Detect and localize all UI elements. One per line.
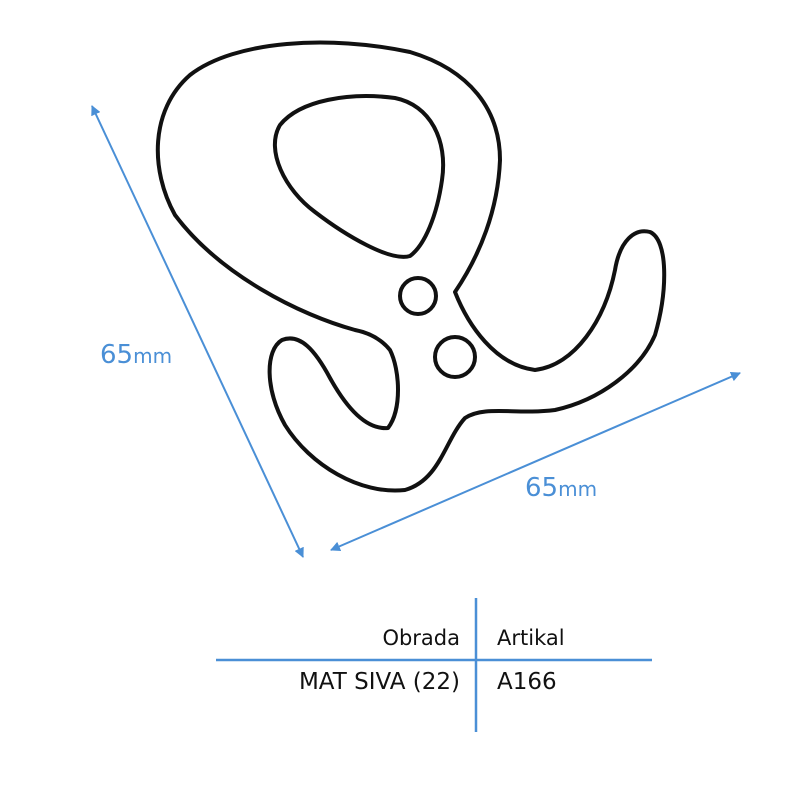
height-value: 65: [100, 340, 134, 370]
hook-inner-hole: [273, 94, 446, 259]
height-dimension-label: 65mm: [100, 340, 172, 370]
mounting-hole-bottom: [433, 335, 477, 379]
finish-value: MAT SIVA (22): [298, 669, 460, 695]
height-dimension-arrow: [91, 105, 304, 558]
height-unit: mm: [133, 344, 173, 368]
article-value: A166: [497, 669, 557, 695]
width-dimension-arrow: [330, 371, 741, 552]
mounting-hole-top: [398, 276, 438, 316]
width-dimension-label: 65mm: [525, 473, 597, 503]
header-obrada: Obrada: [382, 626, 460, 650]
width-unit: mm: [558, 477, 598, 501]
hook-outline: [155, 40, 667, 493]
width-value: 65: [525, 473, 559, 503]
header-artikal: Artikal: [497, 626, 565, 650]
